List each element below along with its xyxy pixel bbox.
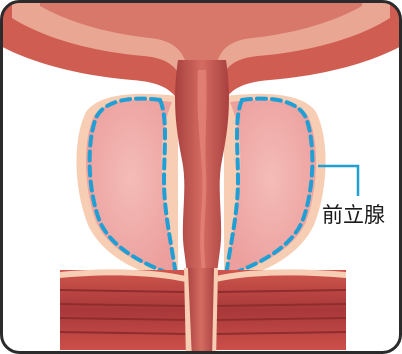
prostate-label: 前立腺	[322, 203, 385, 227]
muscle-band-left	[60, 269, 188, 350]
muscle-band-right	[214, 269, 346, 350]
